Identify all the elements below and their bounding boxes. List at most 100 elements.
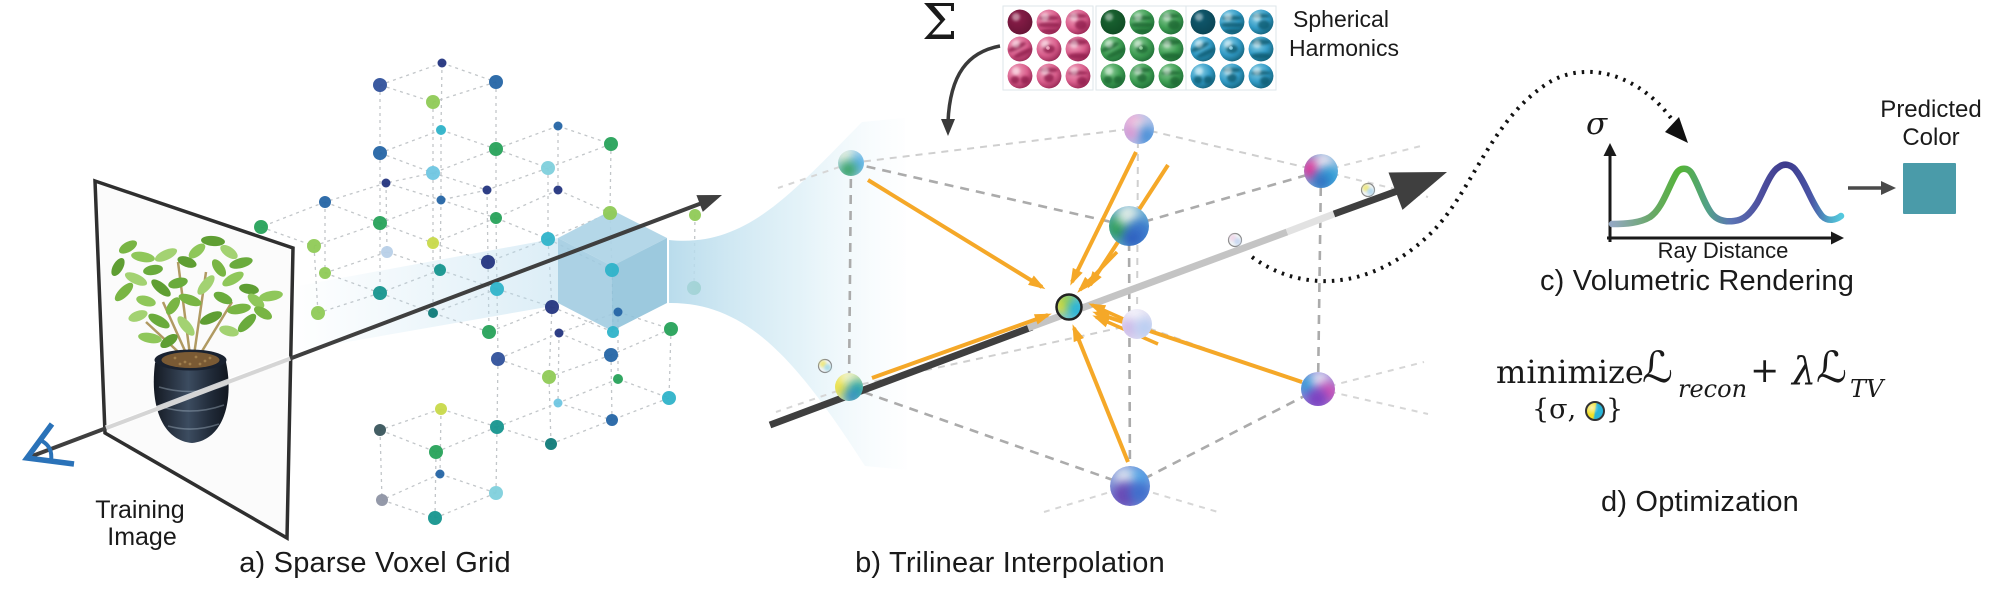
lattice-edge xyxy=(439,199,442,271)
lattice-edge xyxy=(495,217,549,240)
lattice-edge xyxy=(557,189,611,214)
interp-arrow xyxy=(1070,151,1138,283)
interp-arrowhead xyxy=(1070,267,1083,286)
ray-arrowhead-small xyxy=(696,195,722,212)
voxel-dot xyxy=(373,146,387,160)
interp-arrow xyxy=(1072,327,1130,463)
plant-leaf xyxy=(154,248,178,262)
lattice-edge xyxy=(440,129,497,150)
sh-coefficient-sphere xyxy=(1122,309,1152,339)
lattice-edge xyxy=(548,306,553,378)
lattice-edge xyxy=(379,84,434,103)
sum-symbol: Σ xyxy=(922,0,958,51)
sh-coefficient-sphere xyxy=(838,150,864,176)
lattice-edge xyxy=(557,125,612,145)
sh-coefficient-sphere xyxy=(1304,154,1338,188)
plant-leaf xyxy=(222,271,244,287)
camera-ray xyxy=(26,195,722,460)
lattice-edge xyxy=(434,492,497,519)
plant-pot xyxy=(153,354,229,443)
voxel-dot xyxy=(436,125,446,135)
equation-loss-recon-sub: recon xyxy=(1678,375,1748,403)
lattice-edge xyxy=(440,199,497,219)
lattice-edge xyxy=(440,189,488,201)
sigma-axis-label: σ xyxy=(1586,106,1608,142)
plant-leaf xyxy=(124,272,148,286)
sh-basis-sphere xyxy=(1007,63,1033,89)
lattice-edge xyxy=(379,129,442,154)
plant-leaf xyxy=(131,251,155,263)
sh-basis-sphere xyxy=(1065,36,1091,62)
voxel-dot xyxy=(373,286,387,300)
lattice-edge xyxy=(497,332,560,360)
lattice-edge xyxy=(432,81,497,103)
voxel-dot xyxy=(311,306,325,320)
voxel-dot xyxy=(606,414,618,426)
sh-basis-sphere xyxy=(1007,9,1033,35)
interp-arrowhead xyxy=(1092,311,1111,323)
lattice-edge xyxy=(379,152,434,174)
plant-leaf xyxy=(219,325,239,337)
to-color-arrow xyxy=(1881,181,1896,195)
plant-leaf xyxy=(253,306,273,320)
voxel-dot xyxy=(373,216,387,230)
equation-minimize: minimize xyxy=(1496,353,1644,391)
lattice-edge xyxy=(617,378,670,399)
lattice-edge xyxy=(488,306,553,333)
voxel-dot xyxy=(603,206,617,220)
interp-arrow xyxy=(871,313,1049,380)
lattice-edge xyxy=(385,182,442,201)
lattice-edge xyxy=(441,62,497,83)
training-image-label-line2: Image xyxy=(107,523,177,551)
voxel-dot xyxy=(490,212,502,224)
lattice-edge xyxy=(440,62,443,131)
lattice-edge xyxy=(440,408,498,428)
voxel-dot xyxy=(664,322,678,336)
equation-loss-tv: ℒ xyxy=(1816,343,1847,393)
voxel-dot xyxy=(607,326,619,338)
predicted-color-swatch xyxy=(1903,163,1956,214)
lattice-edge xyxy=(495,125,559,150)
ray-distance-label: Ray Distance xyxy=(1657,238,1789,263)
lattice-edge xyxy=(324,182,387,203)
lattice-edge xyxy=(550,419,613,445)
plant-image xyxy=(111,235,283,443)
plant-leaf xyxy=(114,282,134,302)
lattice-edge xyxy=(557,332,560,404)
voxel-dot xyxy=(426,95,440,109)
voxel-dot xyxy=(554,328,564,338)
plant-leaf xyxy=(128,310,148,322)
plant-leaf xyxy=(211,259,227,277)
voxel-dot xyxy=(541,161,555,175)
voxel-dot xyxy=(545,438,557,450)
lattice-edge xyxy=(557,402,613,421)
voxel-dot xyxy=(689,209,701,221)
sh-basis-sphere xyxy=(1219,63,1245,89)
voxel-corner-spheres xyxy=(817,114,1376,506)
voxel-dot xyxy=(427,237,439,249)
voxel-dot xyxy=(429,445,443,459)
sh-basis-sphere xyxy=(1129,63,1155,89)
lattice-edge xyxy=(497,358,550,378)
plant-leaf xyxy=(177,316,195,336)
sh-basis-sphere xyxy=(1219,9,1245,35)
voxel-dot xyxy=(434,264,446,276)
interp-arrowhead xyxy=(1077,276,1094,293)
lattice-edge xyxy=(610,354,613,421)
plant-leaf xyxy=(237,313,257,333)
caption-volumetric-rendering: c) Volumetric Rendering xyxy=(1539,265,1855,297)
voxel-dot xyxy=(489,75,503,89)
lattice-edge xyxy=(496,288,499,360)
voxel-dot xyxy=(437,58,447,68)
plant-leaf xyxy=(148,313,170,329)
equation-sh-sphere-icon xyxy=(1585,401,1605,421)
predicted-color-label-line1: Predicted xyxy=(1880,96,1982,123)
sh-basis-sphere xyxy=(1036,9,1062,35)
plant-leaf xyxy=(178,293,202,307)
sh-coefficient-sphere xyxy=(1109,206,1149,246)
voxel-dot xyxy=(376,494,388,506)
dotted-flow-arc xyxy=(1250,69,1688,283)
voxel-dot xyxy=(490,282,504,296)
voxel-dot xyxy=(307,239,321,253)
sh-label-line1: Spherical xyxy=(1293,6,1389,32)
